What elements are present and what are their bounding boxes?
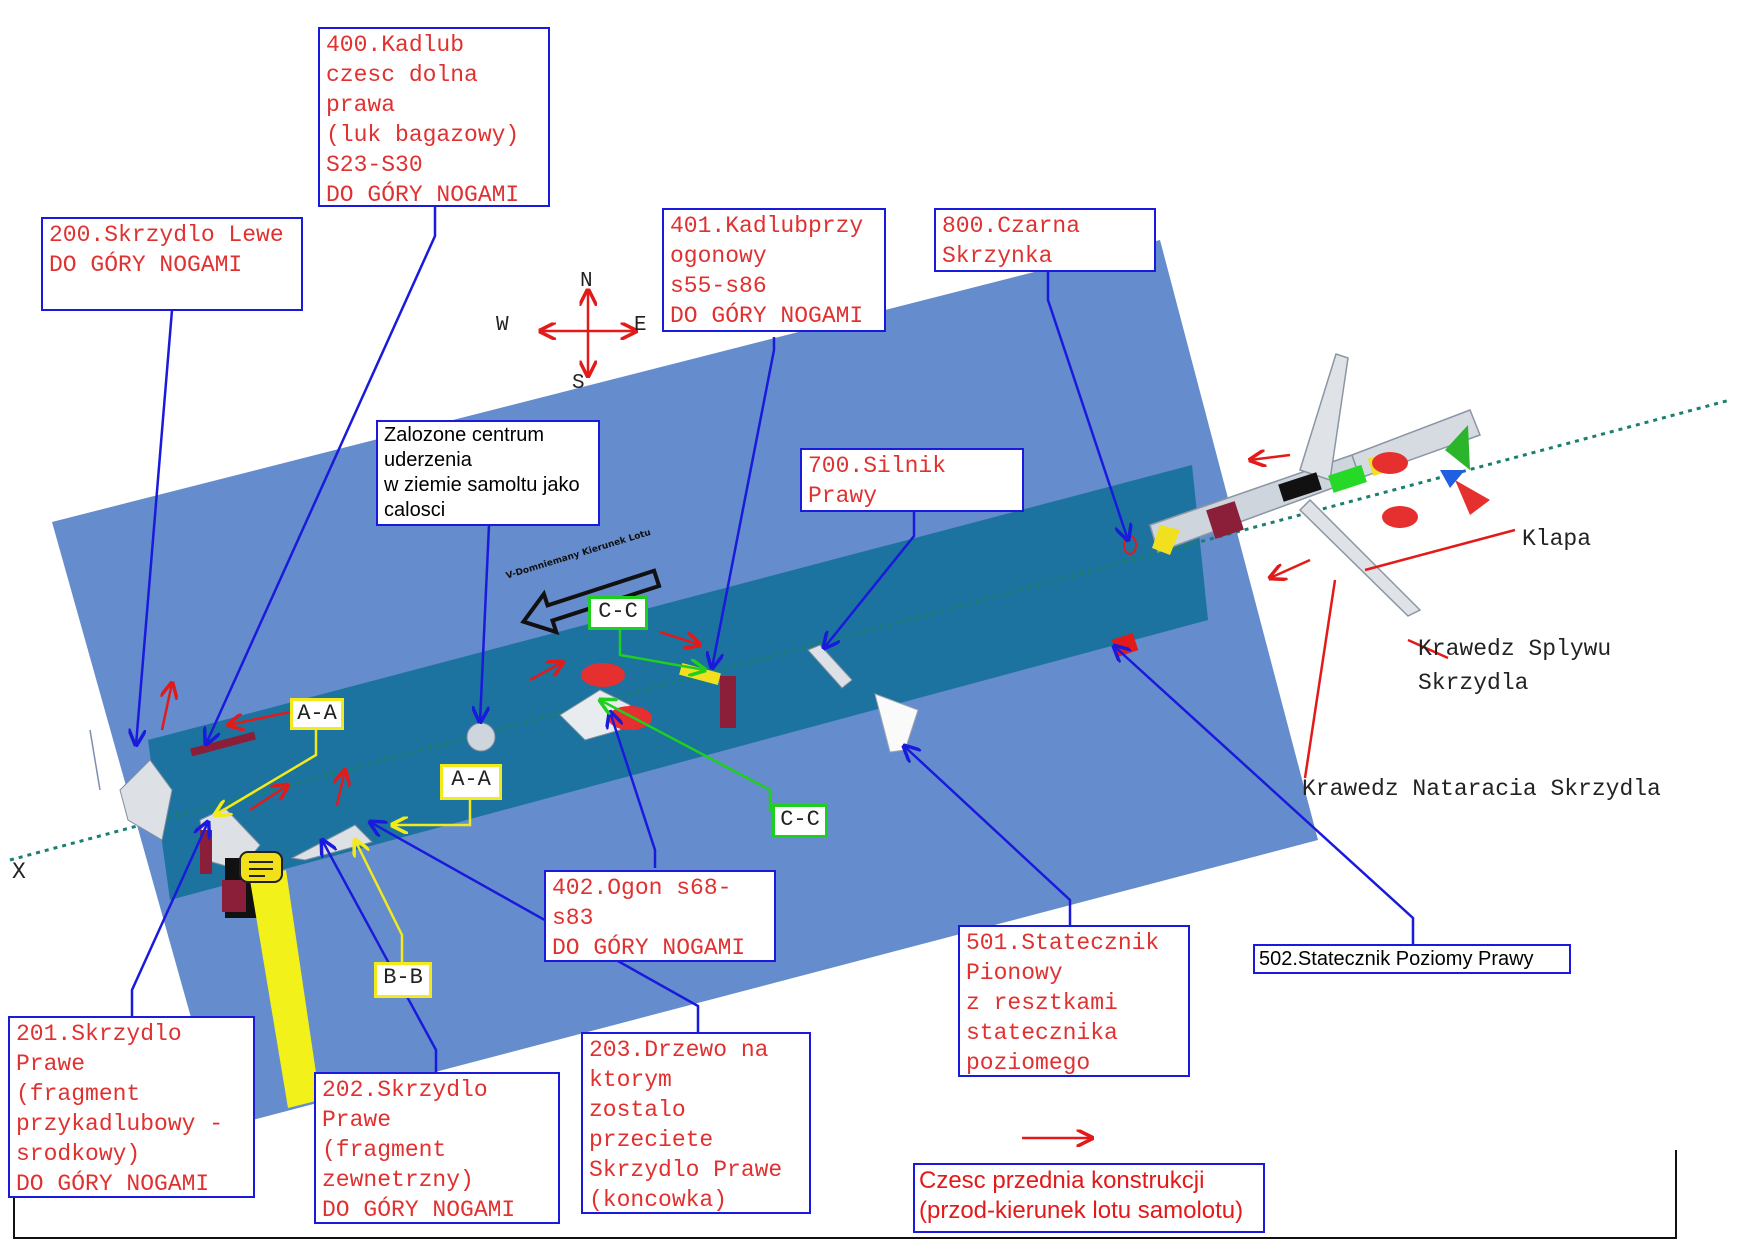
frame-line xyxy=(13,1150,1677,1239)
blue-leader-lines xyxy=(132,205,1415,1072)
legend-front-direction: Czesc przednia konstrukcji (przod-kierun… xyxy=(913,1163,1265,1233)
reference-line xyxy=(89,729,101,791)
tree-trunk xyxy=(250,870,320,1108)
label-401-tail-fuselage: 401.Kadlubprzy ogonowy s55-s86 DO GÓRY N… xyxy=(662,208,886,332)
compass-north: N xyxy=(580,270,593,293)
right-engine-fragment xyxy=(807,644,853,689)
section-tag-cc-bottom: C-C xyxy=(772,804,828,838)
label-400-fuselage-lower: 400.Kadlub czesc dolna prawa (luk bagazo… xyxy=(318,27,550,208)
compass-rose xyxy=(540,290,636,376)
section-tag-bb: B-B xyxy=(374,962,432,998)
label-200-left-wing: 200.Skrzydlo Lewe DO GÓRY NOGAMI xyxy=(41,217,303,311)
annotation-klapa: Klapa xyxy=(1522,526,1592,552)
section-tag-aa-right: A-A xyxy=(440,764,502,800)
left-wing-fragment xyxy=(119,759,173,841)
compass-east: E xyxy=(634,314,647,337)
label-203-tree: 203.Drzewo na ktorym zostalo przeciete S… xyxy=(581,1032,811,1214)
label-201-right-wing-center: 201.Skrzydlo Prawe (fragment przykadlubo… xyxy=(8,1016,255,1198)
wreckage-pieces xyxy=(119,633,1139,1108)
section-tag-aa-left: A-A xyxy=(290,698,344,730)
section-tag-cc-top: C-C xyxy=(588,596,648,630)
comment-icon xyxy=(239,851,283,883)
yellow-leader-lines xyxy=(215,728,472,964)
label-502-horizontal-stabilizer: 502.Statecznik Poziomy Prawy xyxy=(1253,944,1571,974)
impact-center-marker xyxy=(466,722,496,752)
label-impact-center: Zalozone centrum uderzenia w ziemie samo… xyxy=(376,420,600,526)
compass-south: S xyxy=(572,372,585,395)
label-202-right-wing-outer: 202.Skrzydlo Prawe (fragment zewnetrzny)… xyxy=(314,1072,560,1224)
compass-west: W xyxy=(496,314,509,337)
inner-impact-strip xyxy=(148,465,1208,900)
green-leader-lines xyxy=(600,628,772,812)
label-402-tail: 402.Ogon s68- s83 DO GÓRY NOGAMI xyxy=(544,870,776,962)
red-arrows xyxy=(162,455,1516,1138)
axis-x-label: X xyxy=(12,859,26,885)
label-501-vertical-stabilizer: 501.Statecznik Pionowy z resztkami state… xyxy=(958,925,1190,1077)
airplane-model xyxy=(1123,353,1490,617)
fuselage-lower-right-fragment xyxy=(190,731,256,757)
label-700-right-engine: 700.Silnik Prawy xyxy=(800,448,1024,512)
label-800-black-box: 800.Czarna Skrzynka xyxy=(934,208,1156,272)
flight-direction-arrow xyxy=(520,568,662,636)
annotation-trailing-edge: Krawedz Splywu Skrzydla xyxy=(1418,636,1612,696)
annotation-leading-edge: Krawedz Nataracia Skrzydla xyxy=(1302,776,1661,802)
